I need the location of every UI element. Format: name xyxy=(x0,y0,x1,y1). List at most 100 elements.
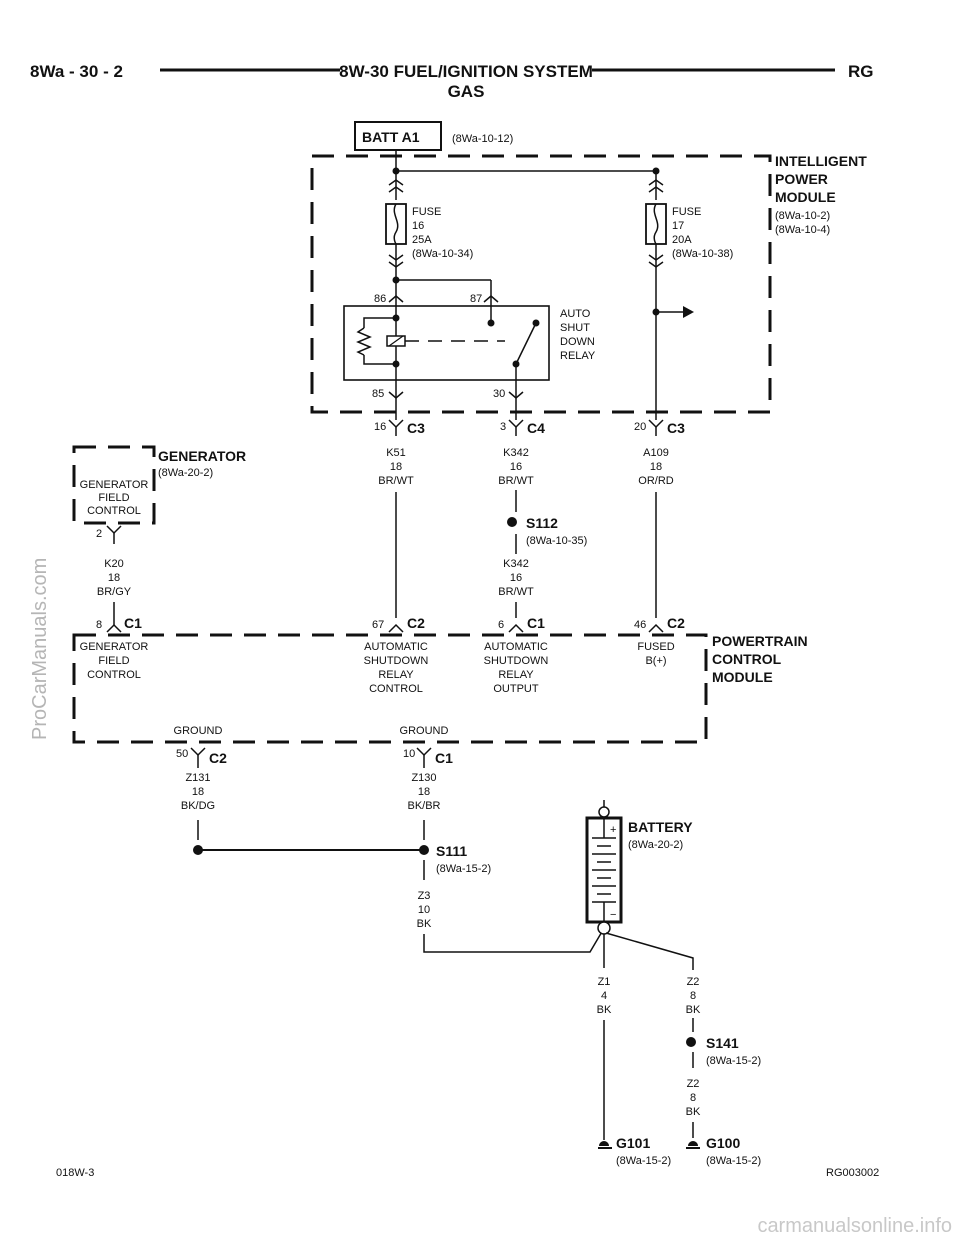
battery-plus-sign: + xyxy=(610,824,616,836)
svg-text:3: 3 xyxy=(500,421,506,433)
pcm-asd-control-label: AUTOMATIC SHUTDOWN RELAY CONTROL xyxy=(364,641,429,695)
relay-pin85: 85 xyxy=(372,388,384,400)
wire-label-k51: K51 18 BR/WT xyxy=(378,447,414,487)
svg-text:10: 10 xyxy=(403,748,415,760)
pcm-fused-b-label: FUSED B(+) xyxy=(637,641,674,667)
svg-text:BK/BR: BK/BR xyxy=(407,800,440,812)
svg-text:Z131: Z131 xyxy=(185,772,210,784)
svg-text:Z1: Z1 xyxy=(598,976,611,988)
gen-field-l3: CONTROL xyxy=(87,505,141,517)
s111-ref: (8Wa-15-2) xyxy=(436,863,491,875)
g101-ref: (8Wa-15-2) xyxy=(616,1155,671,1167)
s112-ref: (8Wa-10-35) xyxy=(526,535,587,547)
svg-text:AUTOMATIC: AUTOMATIC xyxy=(364,641,428,653)
s111-label: S111 xyxy=(436,843,467,859)
pcm-connector-c1-10: 10 C1 xyxy=(403,747,453,768)
wire-label-z1: Z1 4 BK xyxy=(597,976,612,1016)
battery-cells-icon xyxy=(592,818,616,922)
svg-text:OUTPUT: OUTPUT xyxy=(493,683,539,695)
svg-text:18: 18 xyxy=(650,461,662,473)
fuse17-body xyxy=(645,203,667,245)
svg-text:Z130: Z130 xyxy=(411,772,436,784)
g101-label: G101 xyxy=(616,1135,650,1151)
s141-ref: (8Wa-15-2) xyxy=(706,1055,761,1067)
ipm-outline xyxy=(310,154,772,414)
ipm-ref-1: (8Wa-10-2) xyxy=(775,210,830,222)
svg-text:BR/GY: BR/GY xyxy=(97,586,132,598)
svg-text:8: 8 xyxy=(690,1092,696,1104)
asd-relay-body xyxy=(343,305,550,381)
generator-title: GENERATOR xyxy=(158,448,246,464)
g100-ground-icon xyxy=(686,1141,700,1149)
svg-text:C2: C2 xyxy=(407,615,425,631)
svg-text:C1: C1 xyxy=(435,750,453,766)
header-title: 8W-30 FUEL/IGNITION SYSTEM xyxy=(339,62,593,81)
header-section: RG xyxy=(848,62,874,81)
pcm-connector-c1-8: 8 C1 xyxy=(96,615,142,633)
fuse17-element-icon xyxy=(653,203,659,245)
pcm-connector-c1-6: 6 C1 xyxy=(498,615,545,633)
header-subtitle: GAS xyxy=(448,82,485,101)
svg-text:GENERATOR: GENERATOR xyxy=(80,641,149,653)
pcm-outline xyxy=(72,633,708,744)
svg-text:AUTOMATIC: AUTOMATIC xyxy=(484,641,548,653)
wire-label-k20: K20 18 BR/GY xyxy=(97,558,132,598)
svg-text:A109: A109 xyxy=(643,447,669,459)
svg-text:BK: BK xyxy=(417,918,432,930)
svg-text:BK: BK xyxy=(686,1106,701,1118)
ipm-connector-c3-16: 16 C3 xyxy=(374,419,425,436)
ipm-title-1: INTELLIGENT xyxy=(775,153,867,169)
svg-text:16: 16 xyxy=(374,421,386,433)
svg-text:16: 16 xyxy=(510,461,522,473)
svg-text:C1: C1 xyxy=(124,615,142,631)
resistor-bottom-wire xyxy=(363,355,396,365)
footer-left-code: 018W-3 xyxy=(56,1167,94,1179)
svg-text:K342: K342 xyxy=(503,558,529,570)
relay-pin87-connector-icon xyxy=(483,295,499,303)
s111-splice xyxy=(419,845,429,855)
svg-text:RELAY: RELAY xyxy=(378,669,414,681)
wire-label-k342-bottom: K342 16 BR/WT xyxy=(498,558,534,598)
svg-text:C3: C3 xyxy=(667,420,685,436)
svg-text:18: 18 xyxy=(390,461,402,473)
ipm-connector-c4-3: 3 C4 xyxy=(500,419,545,436)
svg-text:Z2: Z2 xyxy=(687,976,700,988)
resistor-top-wire xyxy=(363,317,396,328)
fuse17-branch-arrow-icon xyxy=(683,306,694,318)
svg-text:Z3: Z3 xyxy=(418,890,431,902)
relay-87-contact xyxy=(487,319,495,327)
s141-splice xyxy=(686,1037,696,1047)
g101-ground-icon xyxy=(598,1141,612,1149)
relay-label-2: SHUT xyxy=(560,322,590,334)
fuse16-ref: (8Wa-10-34) xyxy=(412,248,473,260)
z2-upper-wire xyxy=(605,932,694,970)
svg-text:K51: K51 xyxy=(386,447,406,459)
wire-label-a109: A109 18 OR/RD xyxy=(638,447,674,487)
battery-minus-sign: − xyxy=(610,909,616,921)
wire-label-z3: Z3 10 BK xyxy=(417,890,432,930)
svg-text:6: 6 xyxy=(498,619,504,631)
z3-to-battery-wire xyxy=(423,929,604,953)
wire-label-z2-lower: Z2 8 BK xyxy=(686,1078,701,1118)
battery-label: BATTERY xyxy=(628,819,693,835)
fuse17-rating: 20A xyxy=(672,234,692,246)
pcm-title-1: POWERTRAIN xyxy=(712,633,808,649)
fuse16-top-connector-icon xyxy=(388,179,404,193)
fuse16-body xyxy=(385,203,407,245)
svg-text:8: 8 xyxy=(96,619,102,631)
batt-a1-box xyxy=(354,121,442,151)
relay-switch-arm xyxy=(515,322,537,365)
battery-negative-terminal xyxy=(597,921,611,935)
relay-pin86-connector-icon xyxy=(388,295,404,303)
g100-label: G100 xyxy=(706,1135,740,1151)
svg-text:C2: C2 xyxy=(209,750,227,766)
svg-text:18: 18 xyxy=(192,786,204,798)
fuse17-number: 17 xyxy=(672,220,684,232)
pcm-connector-c2-50: 50 C2 xyxy=(176,747,227,768)
svg-text:50: 50 xyxy=(176,748,188,760)
svg-text:16: 16 xyxy=(510,572,522,584)
relay-coil-slash xyxy=(388,335,404,347)
gen-field-l1: GENERATOR xyxy=(80,479,149,491)
svg-text:FIELD: FIELD xyxy=(98,655,129,667)
